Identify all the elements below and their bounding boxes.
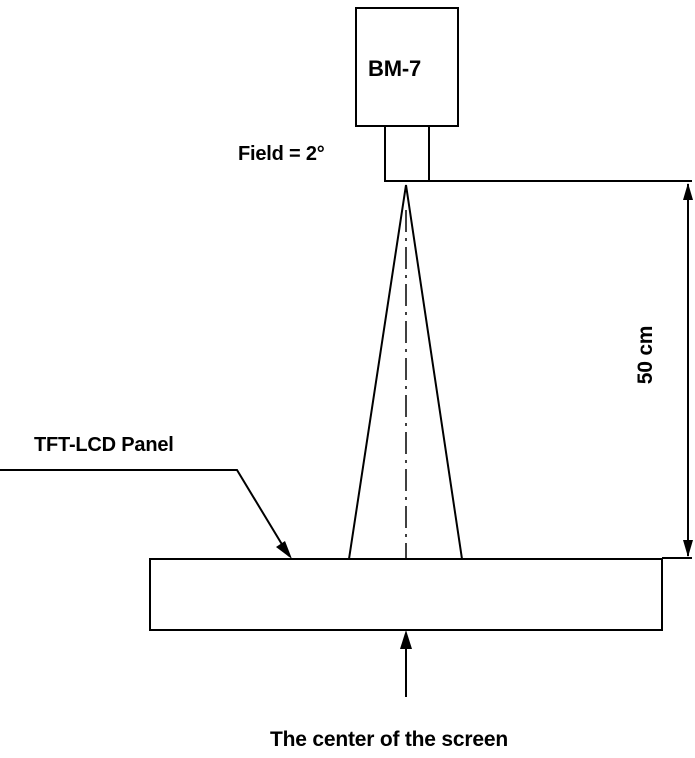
screen-center-label: The center of the screen [270,728,508,751]
panel-leader-arrow [276,541,292,559]
panel-leader-line [0,469,290,557]
distance-label: 50 cm [634,325,657,385]
meter-name-label: BM-7 [368,56,421,81]
dimension-arrow-top [683,183,693,200]
screen-center-arrowhead [400,630,412,649]
field-angle-label: Field = 2° [238,143,325,165]
panel-label: TFT-LCD Panel [34,434,174,456]
dimension-arrow-bottom [683,540,693,557]
meter-lens [384,125,430,182]
tft-lcd-panel [149,558,663,631]
luminance-meter-body [355,7,459,127]
